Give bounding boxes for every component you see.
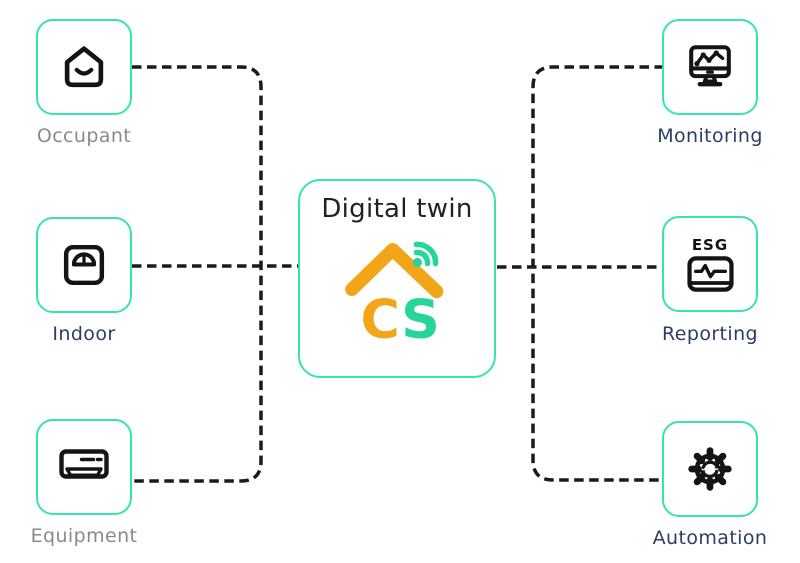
node-automation — [662, 421, 758, 517]
esg-meter-icon — [686, 255, 734, 292]
digital-twin-card: Digital twin C S — [298, 179, 496, 378]
logo-letter-s: S — [401, 288, 440, 341]
label-indoor: Indoor — [52, 323, 116, 345]
logo-letter-c: C — [361, 288, 400, 341]
label-equipment: Equipment — [30, 525, 138, 547]
node-occupant — [36, 19, 132, 115]
house-smile-icon — [64, 46, 104, 88]
label-reporting: Reporting — [662, 323, 758, 345]
node-equipment — [36, 419, 132, 515]
label-occupant: Occupant — [36, 125, 132, 147]
label-automation: Automation — [652, 527, 768, 549]
node-indoor — [36, 217, 132, 313]
gear-sync-icon — [688, 447, 732, 491]
scale-gauge-icon — [63, 244, 105, 286]
monitor-chart-icon — [689, 45, 731, 87]
node-monitoring — [662, 19, 758, 115]
digital-twin-title: Digital twin — [321, 194, 473, 224]
connector-right-trunk — [531, 65, 664, 482]
house-roof-wifi-icon: C S — [345, 241, 444, 341]
label-monitoring: Monitoring — [657, 125, 763, 147]
esg-badge: ESG — [691, 235, 729, 254]
air-conditioner-icon — [59, 449, 109, 479]
node-reporting: ESG — [662, 216, 758, 312]
